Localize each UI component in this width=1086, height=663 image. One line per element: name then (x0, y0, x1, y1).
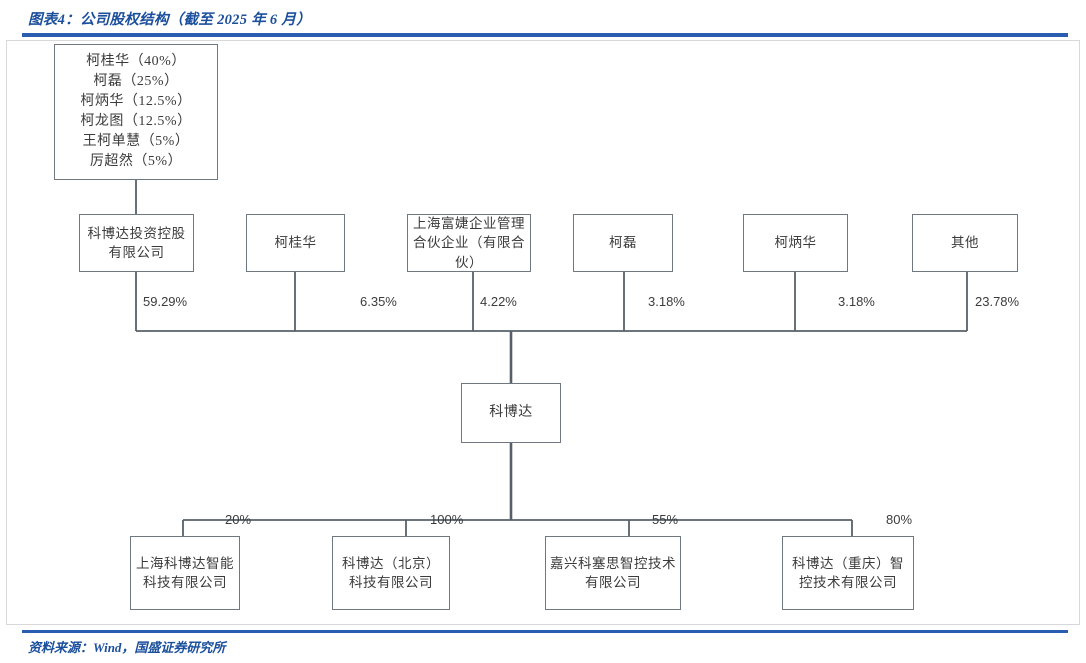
node-shareholder-keguihua[interactable]: 柯桂华 (246, 214, 345, 272)
node-shareholder-kbd-holding[interactable]: 科博达投资控股有限公司 (79, 214, 194, 272)
title-divider (22, 33, 1068, 37)
node-ultimate-shareholders[interactable]: 柯桂华（40%） 柯磊（25%） 柯炳华（12.5%） 柯龙图（12.5%） 王… (54, 44, 218, 180)
shareholder-line-4: 柯龙图（12.5%） (80, 114, 192, 129)
percent-label-kelei: 3.18% (648, 294, 685, 309)
shareholder-label-6: 其他 (951, 235, 979, 251)
shareholder-line-2: 柯磊（25%） (93, 74, 179, 90)
percent-label-keguihua: 6.35% (360, 294, 397, 309)
percent-label-kbd-holding: 59.29% (143, 294, 188, 309)
node-shareholder-kebinghua[interactable]: 柯炳华 (743, 214, 848, 272)
percent-label-sub-1: 20% (225, 512, 252, 527)
shareholder-line-1: 柯桂华（40%） (86, 54, 186, 70)
shareholder-line-5: 王柯单慧（5%） (82, 133, 190, 149)
shareholder-label-1: 科博达投资控股有限公司 (87, 225, 186, 260)
node-shareholder-fujie-partnership[interactable]: 上海富婕企业管理合伙企业（有限合伙） (407, 214, 531, 272)
company-name: 科博达 (489, 405, 533, 421)
percent-label-kebinghua: 3.18% (838, 294, 875, 309)
percent-label-sub-4: 80% (886, 512, 913, 527)
node-shareholder-kelei[interactable]: 柯磊 (573, 214, 673, 272)
percent-label-fujie-partnership: 4.22% (480, 294, 517, 309)
shareholder-label-4: 柯磊 (609, 235, 637, 251)
percent-label-other: 23.78% (975, 294, 1020, 309)
shareholder-line-6: 厉超然（5%） (89, 153, 183, 169)
shareholder-label-2: 柯桂华 (274, 235, 317, 251)
shareholder-line-3: 柯炳华（12.5%） (80, 94, 192, 110)
subsidiary-label-4: 科博达（重庆）智控技术有限公司 (792, 555, 904, 590)
percent-label-sub-3: 55% (652, 512, 679, 527)
node-subsidiary-chongqing-kebeda[interactable]: 科博达（重庆）智控技术有限公司 (782, 536, 914, 610)
node-subsidiary-beijing-kebeda[interactable]: 科博达（北京）科技有限公司 (332, 536, 450, 610)
shareholder-label-5: 柯炳华 (774, 235, 817, 251)
shareholder-label-3: 上海富婕企业管理合伙企业（有限合伙） (413, 216, 525, 270)
source-note: 资料来源：Wind，国盛证券研究所 (28, 640, 226, 655)
node-shareholder-other[interactable]: 其他 (912, 214, 1018, 272)
page-title: 图表4：公司股权结构（截至 2025 年 6 月） (28, 12, 311, 28)
node-subsidiary-shanghai-kebeda[interactable]: 上海科博达智能科技有限公司 (130, 536, 240, 610)
ultimate-shareholders-text: 柯桂华（40%） 柯磊（25%） 柯炳华（12.5%） 柯龙图（12.5%） 王… (72, 52, 199, 171)
node-company-kebeda[interactable]: 科博达 (461, 383, 561, 443)
subsidiary-label-2: 科博达（北京）科技有限公司 (342, 555, 440, 590)
footer-divider (22, 630, 1068, 633)
chart-header: 图表4：公司股权结构（截至 2025 年 6 月） (0, 0, 1086, 37)
subsidiary-label-1: 上海科博达智能科技有限公司 (136, 555, 234, 590)
node-subsidiary-jiaxing-kesaisi[interactable]: 嘉兴科塞思智控技术有限公司 (545, 536, 681, 610)
percent-label-sub-2: 100% (430, 512, 464, 527)
subsidiary-label-3: 嘉兴科塞思智控技术有限公司 (550, 555, 676, 590)
